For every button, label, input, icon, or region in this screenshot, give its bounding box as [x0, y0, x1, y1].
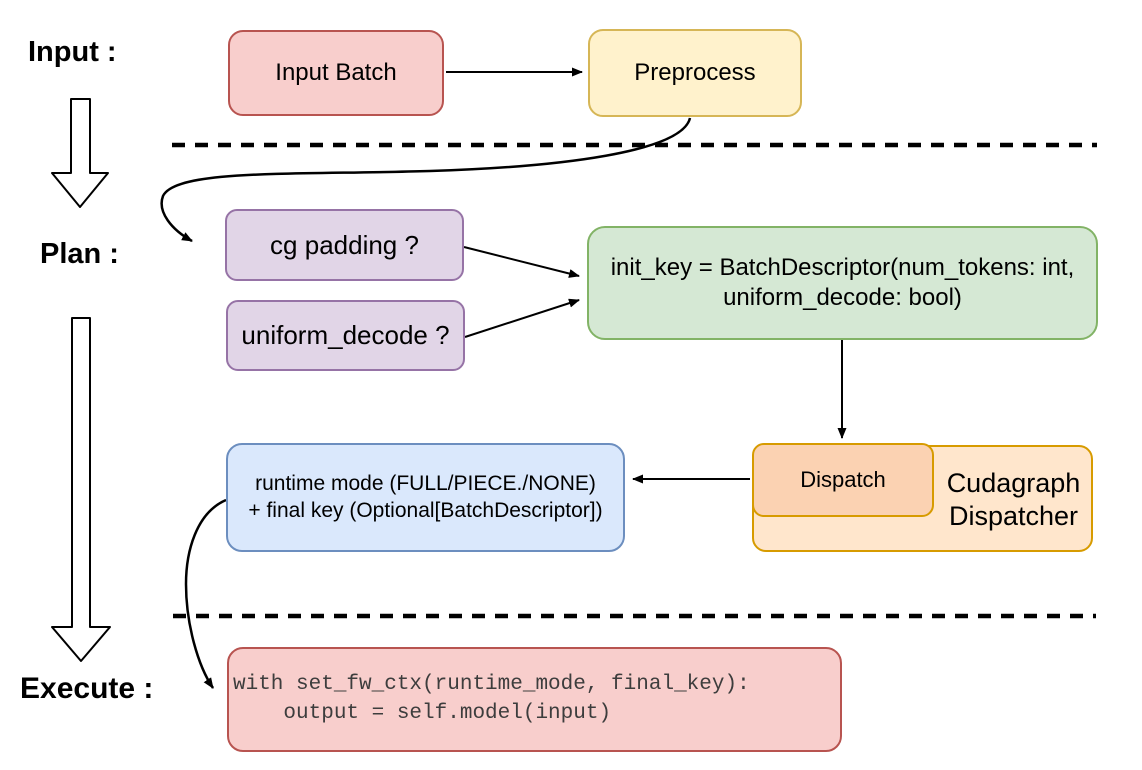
node-init-key: init_key = BatchDescriptor(num_tokens: i…: [587, 226, 1098, 340]
arrow-cgpadding-to-initkey: [463, 246, 580, 278]
arrow-uniformdecode-to-initkey: [464, 298, 580, 338]
node-runtime-result-line2: + final key (Optional[BatchDescriptor]): [248, 498, 603, 522]
execute-code-line2: output = self.model(input): [233, 701, 612, 725]
node-cg-padding: cg padding ?: [225, 209, 464, 281]
node-dispatch-label: Dispatch: [800, 467, 886, 493]
node-init-key-line1: init_key = BatchDescriptor(num_tokens: i…: [610, 254, 1075, 281]
node-input-batch: Input Batch: [228, 30, 444, 116]
node-runtime-result-line1: runtime mode (FULL/PIECE./NONE): [255, 472, 596, 496]
node-input-batch-label: Input Batch: [275, 59, 397, 86]
hollow-arrow-input-to-plan: [51, 98, 109, 208]
node-preprocess: Preprocess: [588, 29, 802, 117]
cudagraph-dispatcher-line1: Cudagraph: [946, 468, 1081, 499]
hollow-arrow-plan-to-execute: [51, 317, 111, 662]
node-cg-padding-label: cg padding ?: [270, 229, 419, 260]
node-init-key-line2: uniform_decode: bool): [723, 284, 962, 311]
node-uniform-decode-label: uniform_decode ?: [241, 320, 450, 351]
node-execute-code: with set_fw_ctx(runtime_mode, final_key)…: [227, 647, 842, 752]
phase-label-plan: Plan :: [40, 238, 119, 270]
cudagraph-dispatcher-line2: Dispatcher: [948, 501, 1079, 531]
node-dispatch: Dispatch: [752, 443, 934, 517]
node-preprocess-label: Preprocess: [634, 59, 756, 86]
phase-label-execute: Execute :: [20, 672, 154, 705]
phase-label-input: Input :: [28, 36, 117, 68]
arrow-runtime-to-execute: [184, 498, 227, 689]
execute-code-line1: with set_fw_ctx(runtime_mode, final_key)…: [233, 673, 750, 697]
node-cudagraph-dispatcher-label: Cudagraph Dispatcher: [934, 460, 1093, 540]
node-uniform-decode: uniform_decode ?: [226, 300, 465, 371]
node-runtime-result: runtime mode (FULL/PIECE./NONE) + final …: [226, 443, 625, 552]
